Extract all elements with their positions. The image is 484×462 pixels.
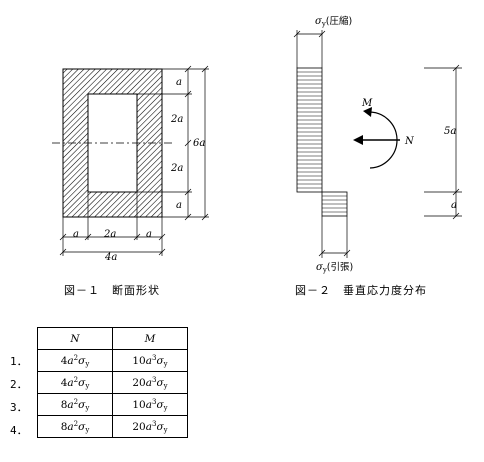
dim-right-2: 2a bbox=[170, 114, 183, 125]
dim-right-1: a bbox=[176, 77, 182, 88]
cell-m: 10a3σy bbox=[112, 349, 188, 372]
moment-arrow-icon bbox=[367, 111, 398, 169]
cell-m: 10a3σy bbox=[112, 393, 188, 416]
answer-table: N M 4a2σy 10a3σy 4a2σy 20a3σy 8a2σy 10a3… bbox=[37, 327, 188, 438]
top-sigma-symbol: σ bbox=[315, 16, 323, 27]
svg-text:σy(圧縮): σy(圧縮) bbox=[315, 15, 352, 28]
axial-arrowhead-icon bbox=[353, 135, 363, 145]
header-m: M bbox=[112, 327, 188, 350]
dim-bottom-1: a bbox=[73, 229, 79, 240]
moment-arrowhead-icon bbox=[363, 107, 372, 117]
figure-1-caption: 図－１ 断面形状 bbox=[64, 284, 160, 297]
dim-right-main: 5a bbox=[444, 126, 456, 137]
cell-n: 8a2σy bbox=[37, 415, 113, 438]
figure-1-section-diagram: a 2a 2a a 6a a 2a a 4a bbox=[52, 15, 462, 274]
dim-right-4: a bbox=[176, 200, 182, 211]
compression-stress-block bbox=[296, 67, 323, 193]
dim-bottom-3: a bbox=[146, 229, 152, 240]
dim-right-small: a bbox=[451, 200, 457, 211]
option-number-2: 2． bbox=[10, 378, 28, 391]
dim-right-3: 2a bbox=[170, 163, 183, 174]
dim-right-total: 6a bbox=[193, 138, 205, 149]
table-row: 8a2σy 20a3σy bbox=[37, 415, 188, 438]
bottom-sigma-sub: y bbox=[322, 266, 327, 274]
dim-bottom-total: 4a bbox=[104, 252, 117, 263]
top-compression-label: (圧縮) bbox=[326, 15, 352, 27]
table-row: 4a2σy 20a3σy bbox=[37, 371, 188, 394]
compression-hatch-lines bbox=[297, 71, 322, 189]
cell-m: 20a3σy bbox=[112, 371, 188, 394]
cell-n: 8a2σy bbox=[37, 393, 113, 416]
moment-label: M bbox=[361, 98, 373, 109]
table-header-row: N M bbox=[37, 327, 188, 350]
dim-bottom-2: 2a bbox=[103, 229, 116, 240]
top-sigma-sub: y bbox=[321, 20, 326, 28]
bottom-tension-label: (引張) bbox=[327, 262, 353, 273]
header-n: N bbox=[37, 327, 113, 350]
option-number-3: 3． bbox=[10, 401, 28, 414]
cell-n: 4a2σy bbox=[37, 349, 113, 372]
bottom-sigma-symbol: σ bbox=[316, 262, 324, 273]
cell-n: 4a2σy bbox=[37, 371, 113, 394]
table-row: 4a2σy 10a3σy bbox=[37, 349, 188, 372]
option-number-4: 4． bbox=[10, 424, 28, 437]
tension-hatch-lines bbox=[322, 195, 347, 213]
figure-2-caption: 図－２ 垂直応力度分布 bbox=[295, 284, 427, 297]
axial-label: N bbox=[404, 136, 415, 147]
cell-m: 20a3σy bbox=[112, 415, 188, 438]
option-number-1: 1． bbox=[10, 355, 28, 368]
table-row: 8a2σy 10a3σy bbox=[37, 393, 188, 416]
svg-text:σy(引張): σy(引張) bbox=[316, 262, 353, 274]
